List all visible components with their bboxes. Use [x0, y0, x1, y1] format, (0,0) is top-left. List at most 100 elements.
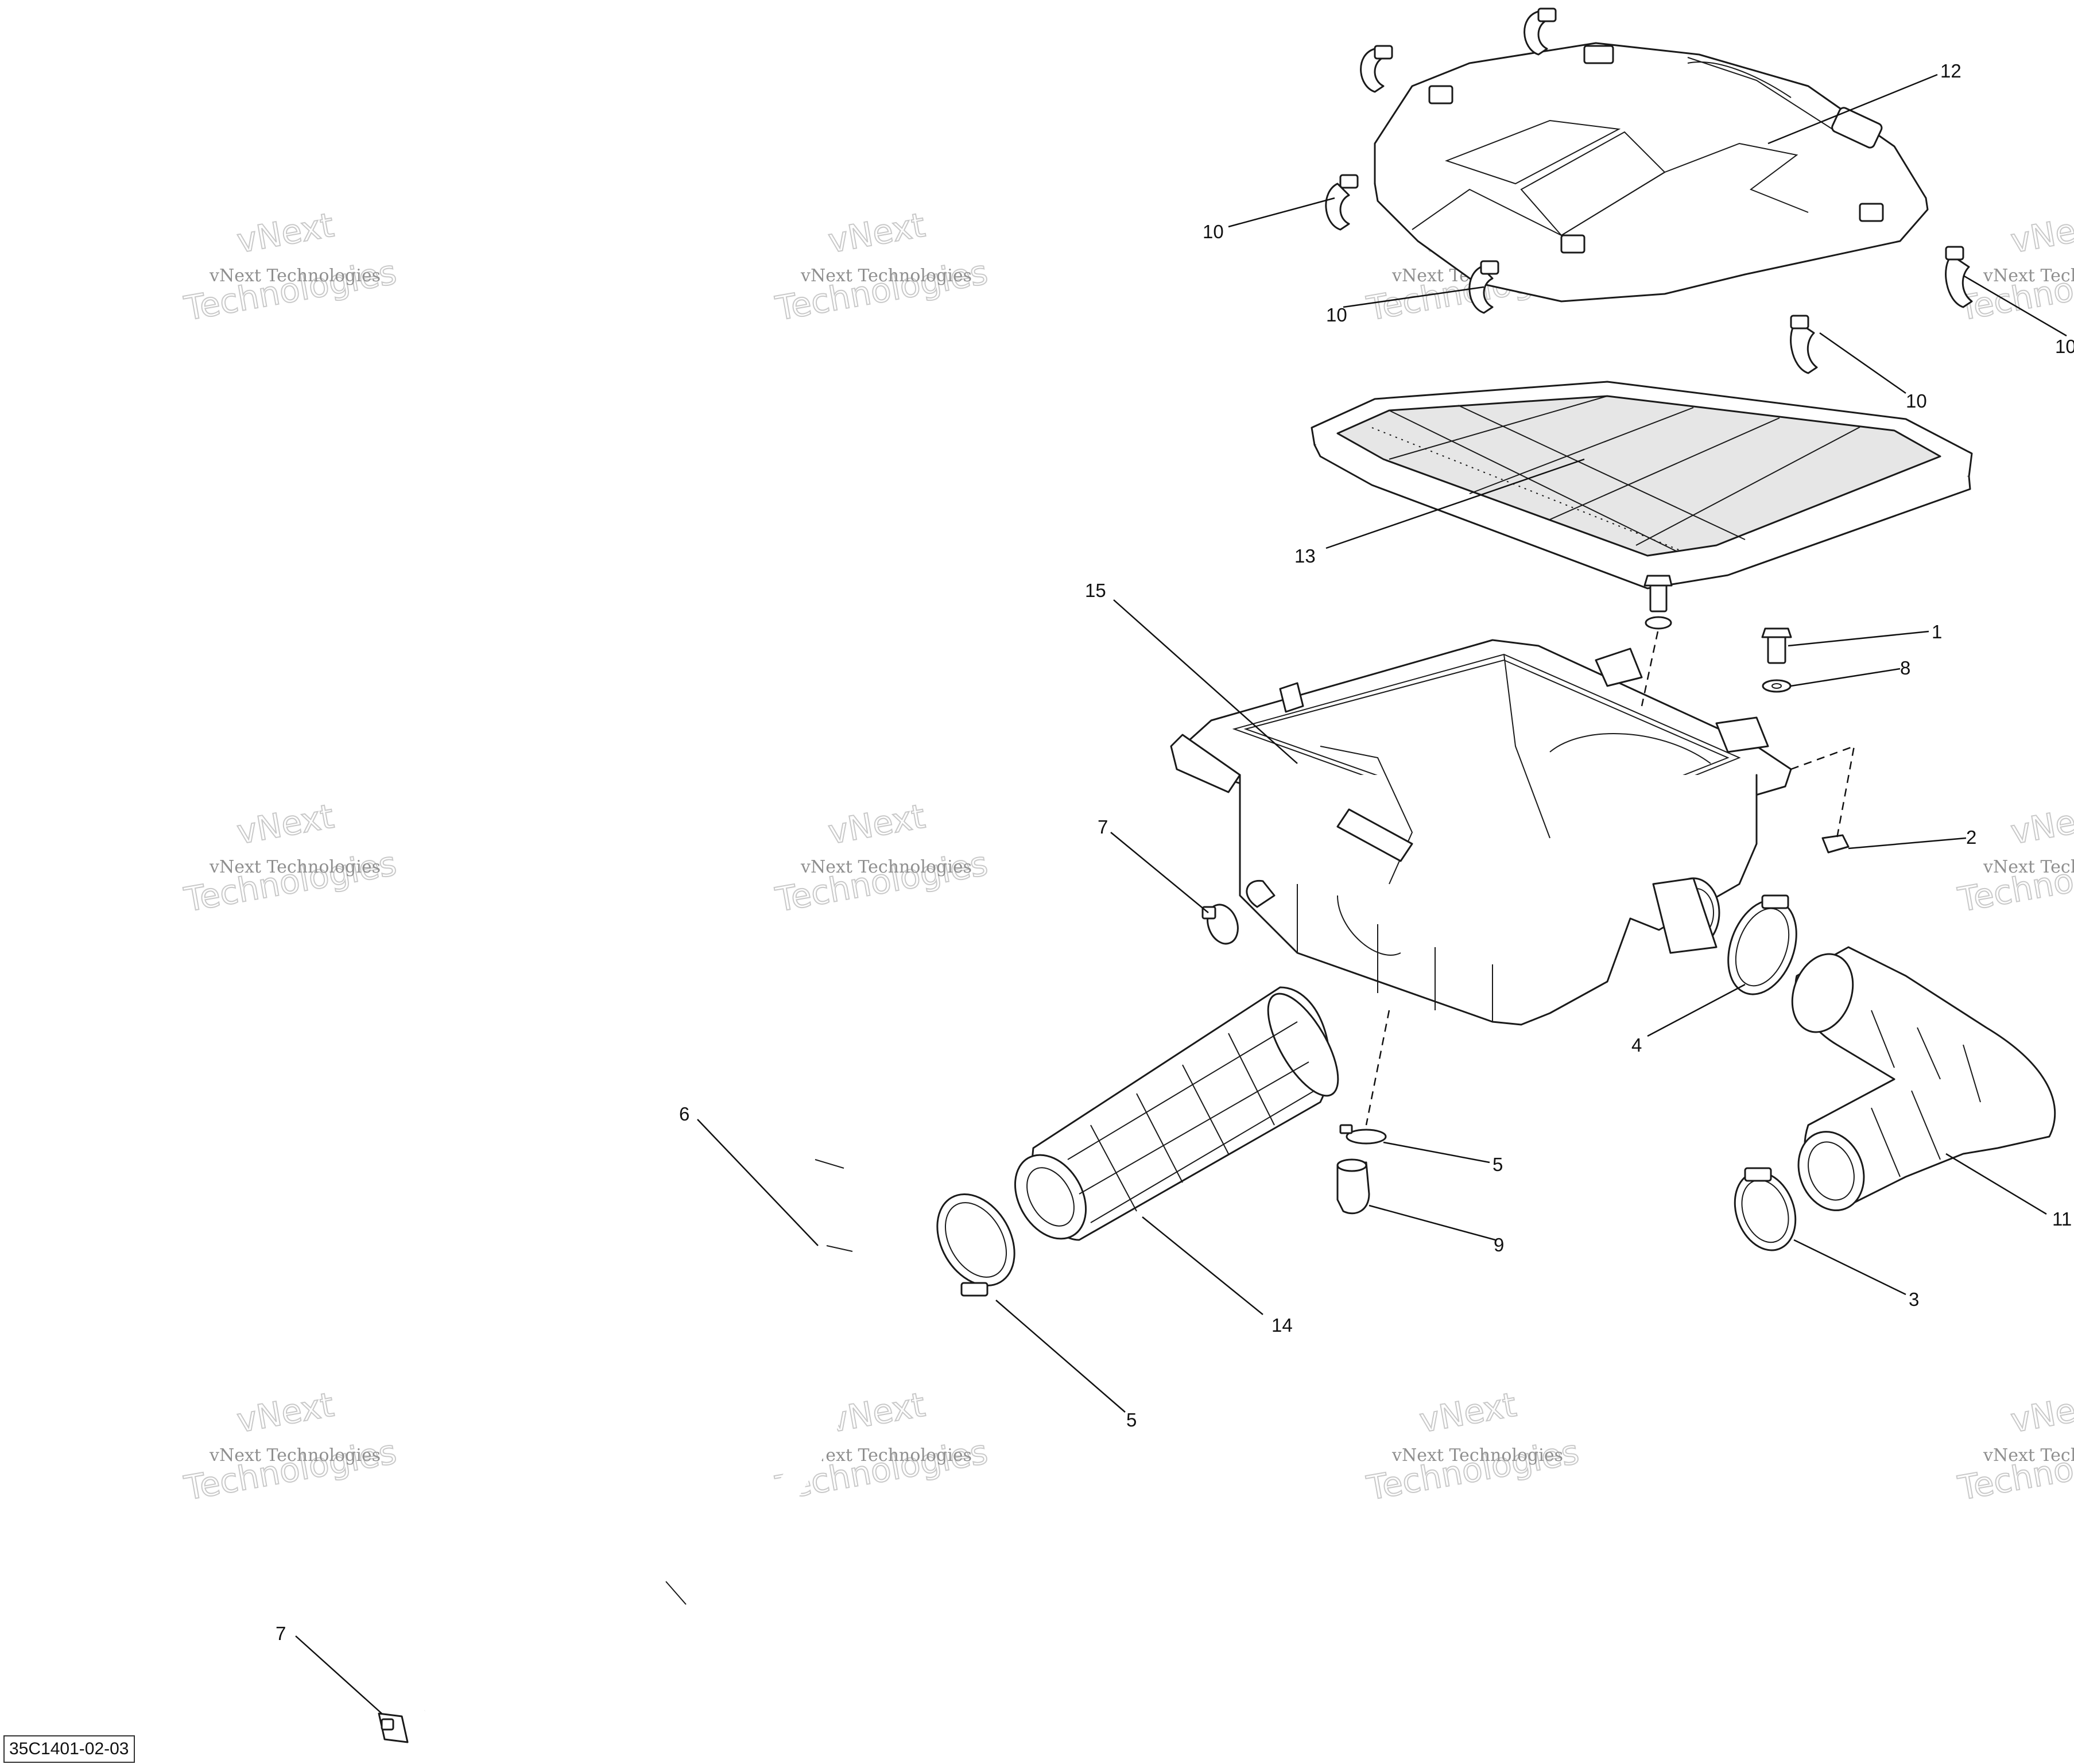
leader-10c — [1819, 332, 1906, 394]
callout-12: 12 — [1940, 60, 1961, 82]
callout-5: 5 — [1492, 1154, 1503, 1175]
leader-7b — [295, 1635, 382, 1714]
part-2-nut[interactable] — [1821, 834, 1850, 854]
watermark: vNext Technologies vNext Technologies — [1955, 1385, 2074, 1509]
watermark-small: vNext Technologies — [1983, 266, 2074, 286]
part-5-clamp-large[interactable] — [922, 1180, 1030, 1299]
watermark-small: vNext Technologies — [209, 1445, 381, 1466]
part-15-airbox-base[interactable] — [1170, 639, 1792, 1026]
watermark-big-1: vNext — [2008, 1385, 2074, 1440]
leader-5a — [1383, 1141, 1490, 1164]
part-1-bolt-upper[interactable] — [1643, 575, 1673, 612]
watermark-big-2: Technologies — [773, 844, 991, 920]
callout-4: 4 — [1631, 1034, 1642, 1056]
leader-8 — [1790, 668, 1901, 687]
leader-12 — [1767, 73, 1938, 145]
part-11-intake-duct[interactable] — [1782, 945, 2056, 1219]
watermark-big-2: Technologies — [181, 844, 400, 920]
leader-3 — [1793, 1239, 1906, 1296]
callout-7: 7 — [1098, 816, 1108, 838]
callout-5: 5 — [1126, 1409, 1137, 1430]
watermark-big-1: vNext — [1417, 1385, 1519, 1440]
part-13-air-filter[interactable] — [1311, 381, 1973, 590]
dash-base-to-clamp — [1365, 1010, 1390, 1126]
watermark-small: vNext Technologies — [800, 1445, 972, 1466]
watermark-big-1: vNext — [234, 206, 337, 261]
watermark-small: vNext Technologies — [1983, 1445, 2074, 1466]
callout-6: 6 — [679, 1103, 689, 1125]
watermark-small: vNext Technologies — [800, 266, 972, 286]
part-1-bolt[interactable] — [1761, 627, 1792, 664]
watermark: vNext Technologies vNext Technologies — [1363, 1385, 1583, 1509]
part-10-clip-a[interactable] — [1360, 45, 1393, 93]
part-12-airbox-cover[interactable] — [1374, 42, 1929, 303]
callout-labels: 12 10 10 10 10 13 15 1 8 2 7 4 6 5 9 11 … — [276, 60, 2074, 1644]
callout-2: 2 — [1966, 827, 1976, 848]
leader-14 — [1142, 1216, 1263, 1315]
part-7-hose-clamp-bottom[interactable] — [378, 1712, 409, 1743]
watermark-big-2: Technologies — [773, 253, 991, 328]
watermark-big-2: Technologies — [181, 1432, 400, 1508]
callout-9: 9 — [1494, 1234, 1504, 1255]
part-10-clip-b[interactable] — [1523, 7, 1557, 56]
watermark-big-1: vNext — [234, 1385, 337, 1440]
leader-10a — [1228, 197, 1335, 228]
part-4-clamp[interactable] — [1716, 890, 1809, 1003]
watermark-big-2: Technologies — [181, 253, 400, 328]
assembly-lines — [1365, 631, 1855, 1126]
watermark-small: vNext Technologies — [209, 266, 381, 286]
watermark: vNext Technologies vNext Technologies — [181, 796, 400, 920]
part-8-washer-upper[interactable] — [1645, 616, 1672, 630]
callout-15: 15 — [1085, 580, 1106, 601]
callout-10: 10 — [1906, 390, 1927, 412]
watermark-small: vNext Technologies — [800, 857, 972, 877]
watermark-big-2: Technologies — [1955, 1432, 2074, 1508]
leader-7a — [1110, 832, 1209, 913]
part-8-washer[interactable] — [1762, 679, 1792, 693]
watermark-big-2: Technologies — [1955, 253, 2074, 328]
leader-5b — [995, 1300, 1126, 1413]
part-7-hose-clamp-top[interactable] — [1201, 901, 1243, 948]
leader-15 — [1113, 599, 1298, 764]
callout-7: 7 — [276, 1623, 286, 1644]
watermark-big-1: vNext — [825, 797, 928, 852]
part-10-clip-e[interactable] — [1790, 315, 1818, 374]
callout-8: 8 — [1900, 657, 1910, 679]
leader-13 — [1325, 458, 1585, 549]
leader-6 — [697, 1119, 819, 1246]
watermark-small: vNext Technologies — [1391, 1445, 1563, 1466]
leader-9 — [1369, 1204, 1496, 1241]
part-6-drain-hose[interactable] — [415, 931, 1222, 1719]
watermark-small: vNext Technologies — [209, 857, 381, 877]
watermark: vNext Technologies vNext Technologies — [1955, 796, 2074, 920]
part-3-clamp[interactable] — [1724, 1164, 1806, 1259]
callout-10: 10 — [1203, 221, 1224, 242]
diagram-reference-number: 35C1401-02-03 — [3, 1735, 135, 1763]
part-10-clip-c[interactable] — [1325, 174, 1359, 231]
leader-lines — [295, 73, 2067, 1714]
leader-4 — [1647, 983, 1746, 1037]
watermark-big-1: vNext — [2008, 206, 2074, 261]
watermark-small: vNext Technologies — [1983, 857, 2074, 877]
callout-13: 13 — [1294, 545, 1316, 567]
part-9-elbow[interactable] — [1336, 1158, 1370, 1215]
part-10-clip-d[interactable] — [1468, 260, 1499, 314]
callout-10: 10 — [1326, 304, 1347, 325]
watermark: vNext Technologies vNext Technologies — [181, 205, 400, 329]
callout-11: 11 — [2052, 1208, 2072, 1230]
part-14-intake-bellows[interactable] — [1001, 983, 1351, 1251]
part-10-clip-f[interactable] — [1945, 246, 1973, 308]
dash-nut-to-base — [1790, 745, 1855, 839]
watermark-layer: vNext Technologies vNext Technologies vN… — [181, 205, 2074, 1509]
watermark: vNext Technologies vNext Technologies — [772, 796, 991, 920]
callout-3: 3 — [1909, 1289, 1919, 1310]
part-5-clamp-small[interactable] — [1339, 1124, 1387, 1145]
leader-2 — [1848, 837, 1967, 850]
watermark-big-2: Technologies — [1364, 1432, 1582, 1508]
watermark: vNext Technologies vNext Technologies — [1955, 205, 2074, 329]
watermark-big-1: vNext — [825, 206, 928, 261]
callout-14: 14 — [1271, 1315, 1293, 1336]
leader-1 — [1788, 630, 1929, 647]
callout-1: 1 — [1932, 621, 1942, 642]
